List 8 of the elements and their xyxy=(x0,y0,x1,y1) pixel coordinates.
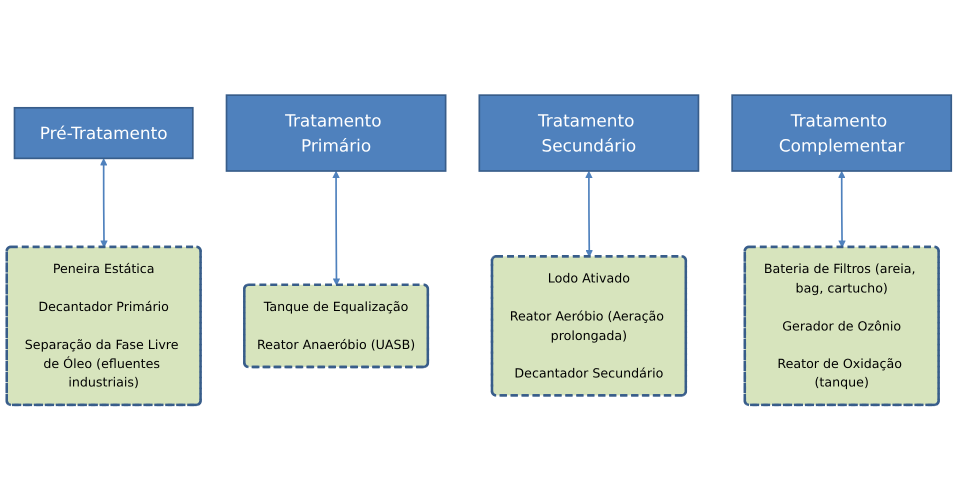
node-box: Tratamento Complementar xyxy=(731,94,952,172)
node-box: Tratamento Primário xyxy=(226,94,446,172)
node-box: Tratamento Secundário xyxy=(478,94,700,172)
node-box: Pré-Tratamento xyxy=(14,106,194,160)
arrow xyxy=(332,171,340,286)
arrow xyxy=(838,171,846,248)
arrow xyxy=(100,158,108,248)
arrow xyxy=(585,171,593,258)
